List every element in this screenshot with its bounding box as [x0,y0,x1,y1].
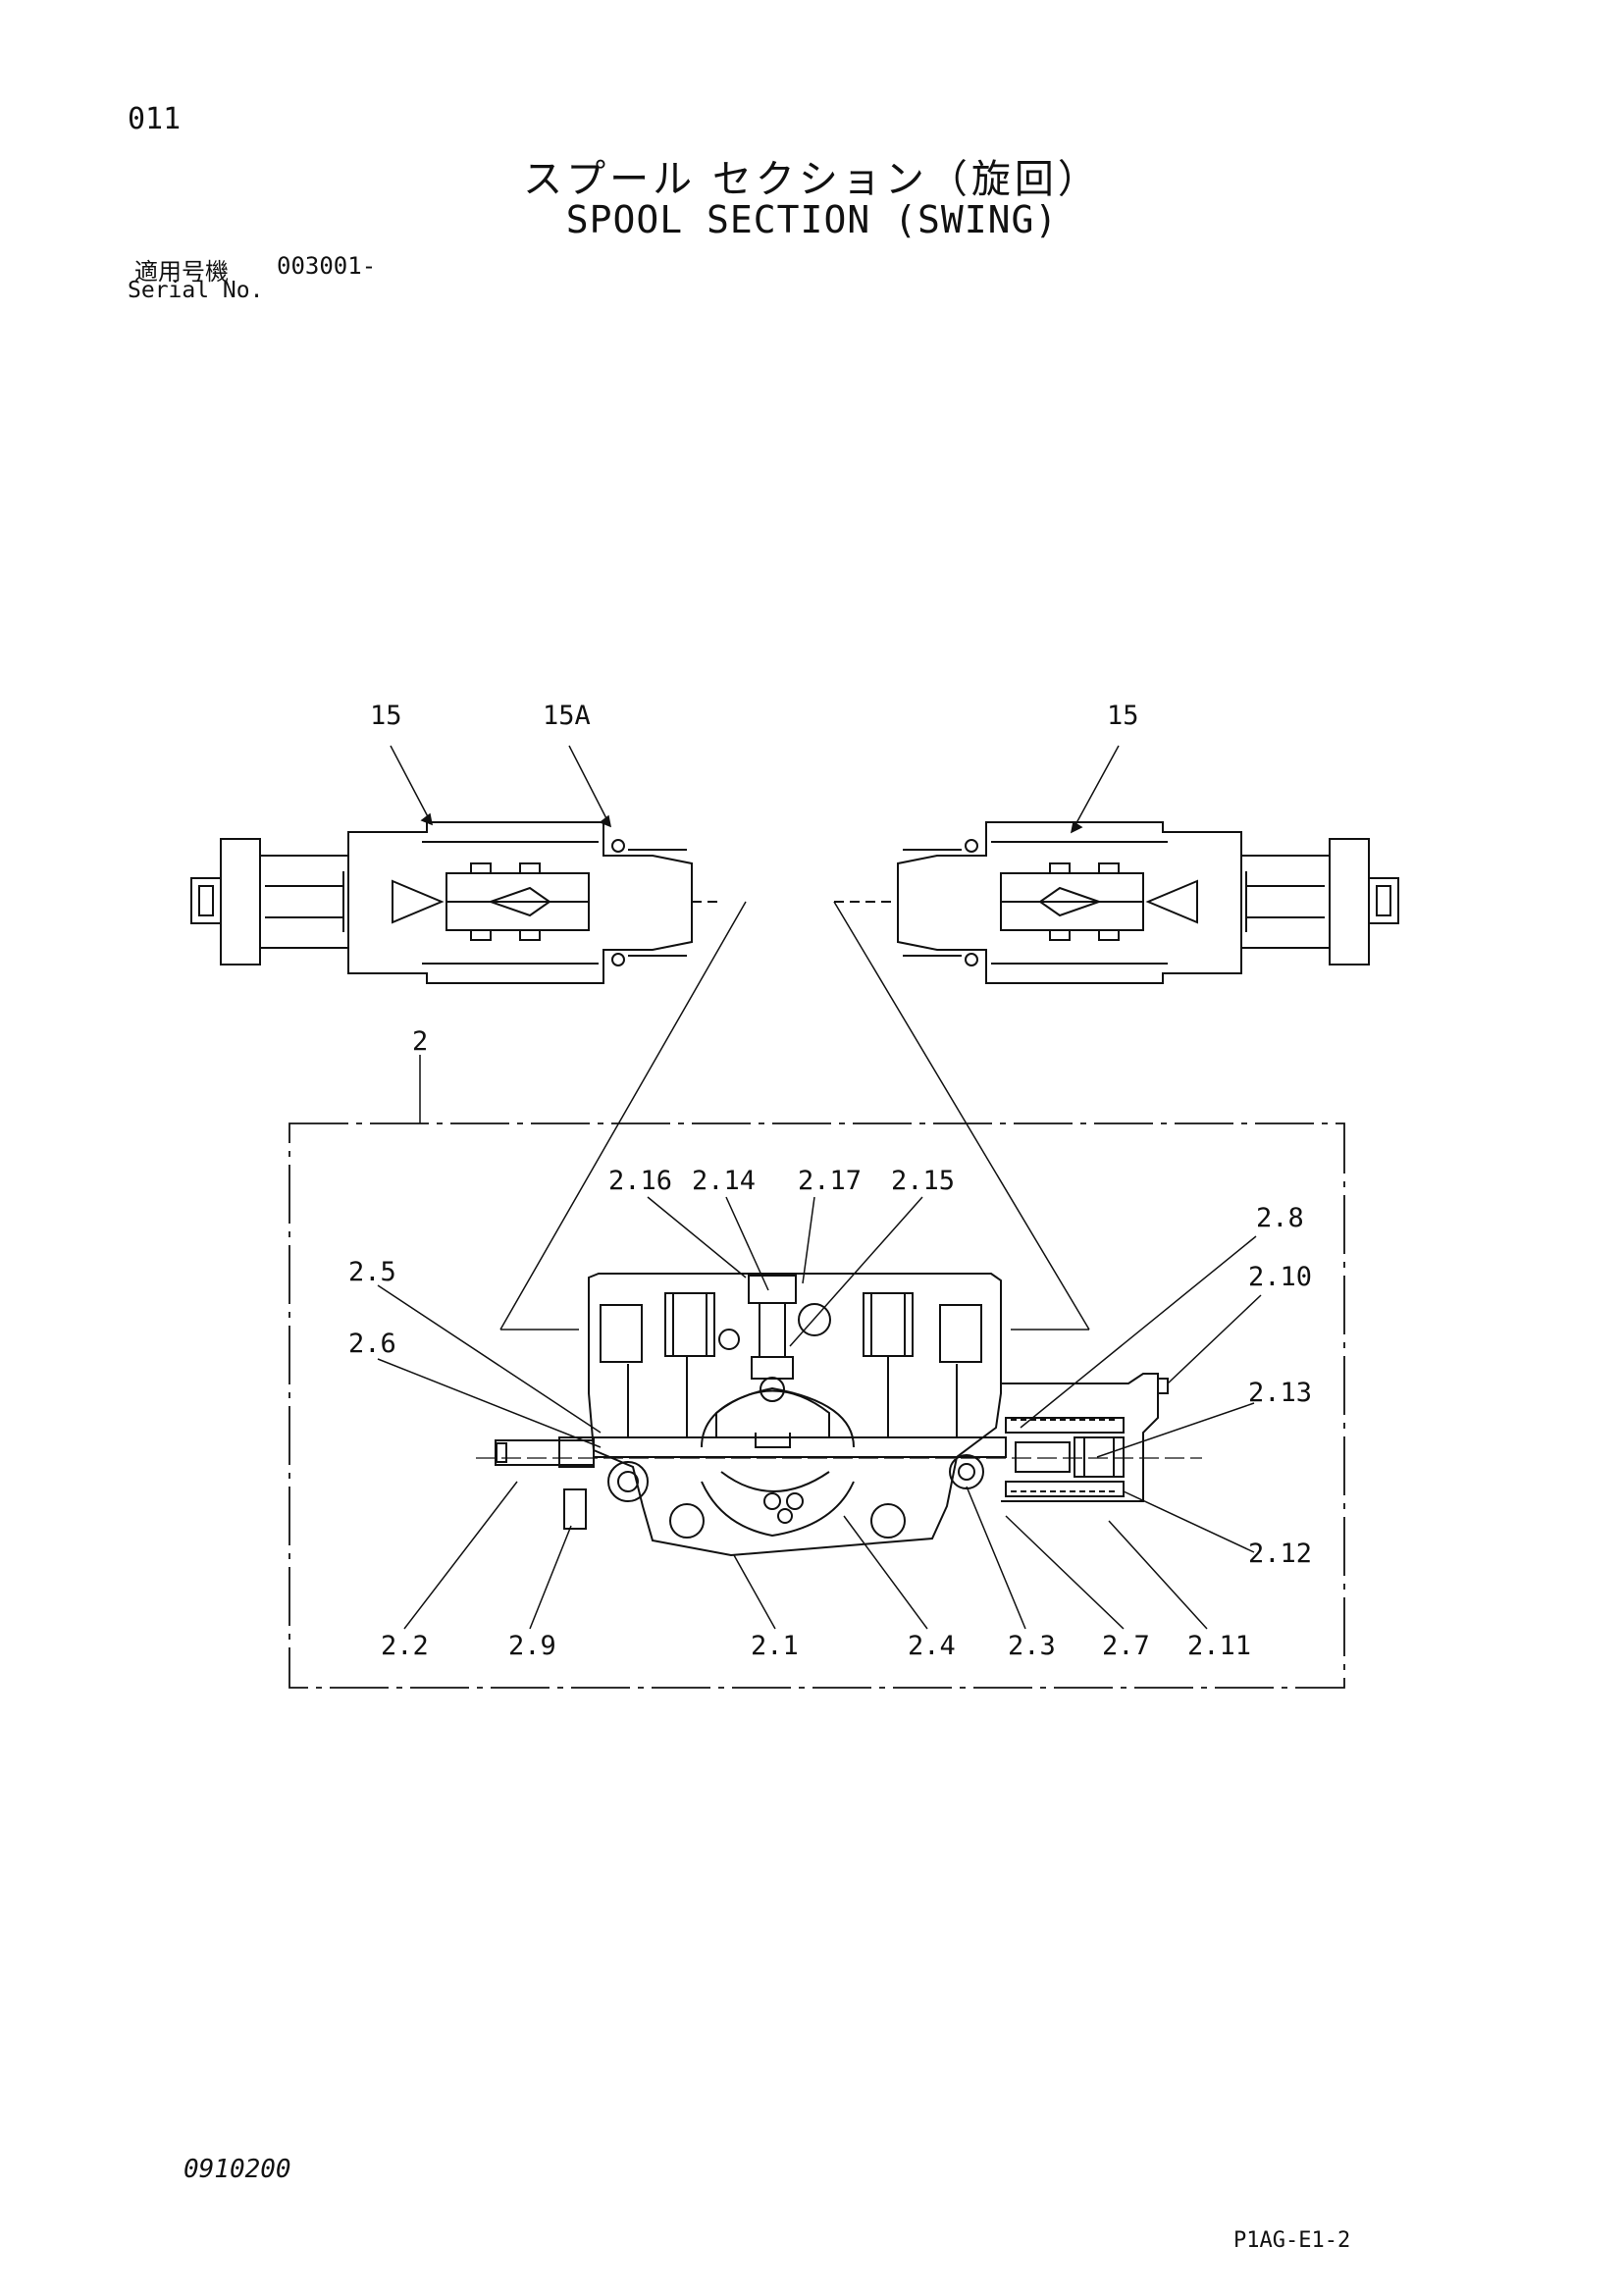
callout-2-4: 2.4 [908,1631,956,1661]
callout-2-10: 2.10 [1248,1262,1312,1292]
callout-2-17: 2.17 [798,1166,862,1196]
callout-2-15: 2.15 [891,1166,955,1196]
callout-2-12: 2.12 [1248,1539,1312,1569]
callout-15-left: 15 [370,701,402,731]
document-code: 0910200 [183,2155,291,2184]
leader-lines [377,745,1262,1630]
sheet-code: P1AG-E1-2 [1233,2228,1351,2253]
callout-2-2: 2.2 [381,1631,429,1661]
page-number: 011 [128,102,182,136]
callout-2-3: 2.3 [1008,1631,1056,1661]
callout-2-13: 2.13 [1248,1378,1312,1408]
callout-2: 2 [412,1026,428,1057]
serial-label-japanese: 適用号機 [134,258,229,286]
serial-label-english: Serial No. [128,278,264,303]
callout-2-7: 2.7 [1102,1631,1150,1661]
spool-section-body [476,1273,1202,1557]
detail-frame [288,1122,1345,1689]
callout-2-11: 2.11 [1187,1631,1251,1661]
callout-15-right: 15 [1107,701,1139,731]
callout-2-14: 2.14 [692,1166,756,1196]
callout-2-5: 2.5 [348,1257,396,1287]
callout-2-8: 2.8 [1256,1203,1304,1233]
callout-labels: 15 15A 15 2 2.16 2.14 2.17 2.15 2.8 2.10… [348,701,1312,1661]
callout-2-16: 2.16 [608,1166,672,1196]
title-english: SPOOL SECTION (SWING) [565,198,1059,241]
left-valve-cartridge [190,821,721,984]
serial-number-value: 003001- [277,252,377,280]
title-japanese: スプール セクション（旋回） [523,157,1101,202]
projection-lines [499,901,1090,1331]
callout-2-1: 2.1 [751,1631,799,1661]
callout-15a: 15A [543,701,591,731]
right-valve-cartridge [834,821,1399,984]
callout-2-6: 2.6 [348,1329,396,1359]
callout-2-9: 2.9 [508,1631,556,1661]
